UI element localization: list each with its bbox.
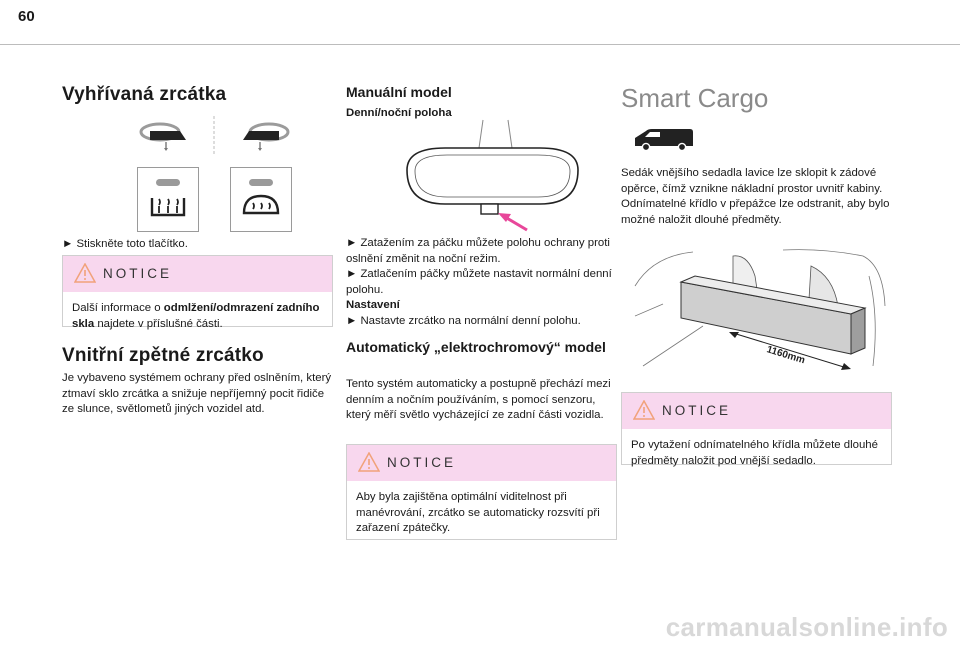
- notice-title: NOTICE: [103, 266, 173, 281]
- notice-box-cargo: NOTICE Po vytažení odnímatelného křídla …: [621, 392, 892, 467]
- notice-text: Aby byla zajištěna optimální viditelnost…: [356, 491, 600, 535]
- notice-header: NOTICE: [622, 393, 891, 429]
- heated-mirrors-heading: Vyhřívaná zrcátka: [62, 84, 227, 105]
- front-defrost-button-illustration: [137, 167, 199, 232]
- rear-defrost-button-illustration: [230, 167, 292, 232]
- notice-text-part: najdete v příslušné části.: [94, 317, 223, 330]
- notice-text-bold: odmlžení/odmrazení zadního skla: [72, 302, 320, 330]
- warning-triangle-icon: [74, 263, 96, 283]
- watermark: carmanualsonline.info: [665, 612, 948, 642]
- left-mirror-icon: [139, 122, 186, 151]
- notice-text-part: Další informace o: [72, 302, 164, 314]
- setting-label: Nastavení: [346, 299, 400, 312]
- warning-triangle-icon: [358, 452, 380, 472]
- notice-text: Další informace o odmlžení/odmrazení zad…: [63, 292, 332, 332]
- notice-text: Po vytažení odnímatelného křídla můžete …: [631, 439, 878, 467]
- smart-cargo-heading: Smart Cargo: [621, 83, 769, 113]
- smart-cargo-paragraph-2: Odnímatelné křídlo v přepážce lze odstra…: [621, 198, 890, 226]
- press-button-instruction: ► Stiskněte toto tlačítko.: [62, 238, 188, 250]
- bullet-day-mode: ► Zatlačením páčky můžete nastavit normá…: [346, 268, 612, 296]
- header-divider: [0, 44, 960, 45]
- bullet-setting: ► Nastavte zrcátko na normální denní pol…: [346, 314, 581, 327]
- heated-mirrors-illustration: [139, 116, 290, 154]
- bullet-night-mode: ► Zatažením za páčku můžete polohu ochra…: [346, 237, 610, 265]
- notice-header: NOTICE: [347, 445, 616, 481]
- page-number: 60: [18, 8, 35, 25]
- day-night-subheading: Denní/noční poloha: [346, 107, 452, 119]
- lever-arrow-icon: [498, 213, 528, 232]
- rearview-mirror-illustration: [406, 119, 579, 232]
- van-icon: [635, 129, 693, 152]
- notice-title: NOTICE: [387, 455, 457, 470]
- cargo-space-illustration: 1160mm: [633, 246, 886, 383]
- manual-model-instructions: ► Zatažením za páčku můžete polohu ochra…: [346, 236, 616, 330]
- smart-cargo-paragraph-1: Sedák vnějšího sedadla lavice lze sklopi…: [621, 167, 883, 195]
- electrochromic-heading: Automatický „elektrochromový“ model: [346, 339, 606, 355]
- notice-header: NOTICE: [63, 256, 332, 292]
- smart-cargo-text: Sedák vnějšího sedadla lavice lze sklopi…: [621, 166, 891, 228]
- notice-box-reverse: NOTICE Aby byla zajištěna optimální vidi…: [346, 444, 617, 540]
- interior-mirror-paragraph: Je vybaveno systémem ochrany před oslněn…: [62, 372, 332, 416]
- rear-window-defrost-icon: [242, 179, 280, 215]
- defrost-icon: [150, 179, 186, 217]
- right-mirror-icon: [243, 122, 290, 151]
- warning-triangle-icon: [633, 400, 655, 420]
- interior-mirror-heading: Vnitřní zpětné zrcátko: [62, 345, 264, 366]
- notice-box-defrost: NOTICE Další informace o odmlžení/odmraz…: [62, 255, 333, 330]
- notice-title: NOTICE: [662, 403, 732, 418]
- electrochromic-paragraph: Tento systém automaticky a postupně přec…: [346, 378, 611, 422]
- manual-model-heading: Manuální model: [346, 84, 452, 100]
